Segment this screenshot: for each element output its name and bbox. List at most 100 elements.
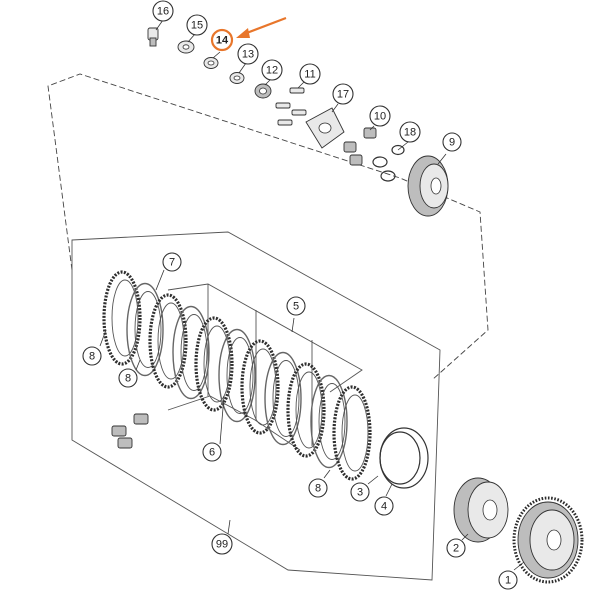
callout-14-highlighted: 14 — [210, 28, 234, 52]
callout-number: 5 — [293, 301, 299, 313]
callout-number: 12 — [266, 65, 278, 77]
clutch-pack-frame — [71, 231, 441, 581]
callout-1: 1 — [498, 570, 518, 590]
part-9-inner-hub — [407, 155, 449, 217]
callout-6: 6 — [202, 442, 222, 462]
callout-5: 5 — [286, 296, 306, 316]
callout-circle — [286, 296, 306, 316]
callout-circle — [261, 59, 283, 81]
callout-number: 8 — [89, 351, 95, 363]
steel-plate — [264, 351, 302, 446]
callout-number: 14 — [216, 35, 229, 47]
callout-circle — [399, 121, 421, 143]
callout-number: 9 — [449, 137, 455, 149]
callout-circle — [369, 105, 391, 127]
callout-9: 9 — [442, 132, 462, 152]
callout-number: 18 — [404, 127, 416, 139]
callout-number: 6 — [209, 447, 215, 459]
leader-lines — [99, 19, 525, 571]
callout-circle — [152, 0, 174, 22]
part-16-bolt — [147, 27, 159, 47]
part-damper-springs — [111, 413, 149, 449]
plate-inner-edge — [111, 279, 139, 357]
callout-circle — [202, 442, 222, 462]
callout-2: 2 — [446, 538, 466, 558]
plate-group-lines — [167, 283, 363, 451]
callout-99: 99 — [211, 533, 233, 555]
callout-circle — [498, 570, 518, 590]
plate-inner-edge — [226, 337, 254, 414]
callout-12: 12 — [261, 59, 283, 81]
callout-number: 11 — [304, 69, 315, 81]
callout-number: 10 — [374, 111, 386, 123]
callout-number: 15 — [191, 20, 203, 32]
callout-circle — [308, 478, 328, 498]
callout-labels: 16 15 14 13 12 11 17 10 18 9 7 5 8 8 6 8 34 99 2 1 — [82, 0, 518, 590]
callout-number: 99 — [216, 539, 228, 551]
highlight-arrow-icon — [236, 16, 287, 38]
callout-8: 8 — [308, 478, 328, 498]
callout-circle — [350, 482, 370, 502]
callout-number: 16 — [157, 6, 169, 18]
callout-4: 4 — [374, 496, 394, 516]
part-13-washer — [229, 72, 245, 84]
callout-number: 17 — [337, 89, 349, 101]
plate-inner-edge — [341, 394, 369, 472]
part-17-pressure-plate — [305, 107, 345, 149]
callout-11: 11 — [299, 63, 321, 85]
callout-circle — [210, 28, 234, 52]
plate-inner-edge — [180, 314, 208, 391]
callout-circle — [332, 83, 354, 105]
friction-plate — [194, 316, 234, 412]
callout-13: 13 — [237, 43, 259, 65]
plate-inner-edge — [272, 360, 300, 437]
callout-circle — [82, 346, 102, 366]
part-4-wire-ring — [379, 427, 429, 489]
callout-7: 7 — [162, 252, 182, 272]
callout-number: 3 — [357, 487, 363, 499]
callout-circle — [186, 14, 208, 36]
assembly-dashed-outline — [47, 73, 489, 381]
friction-plate — [102, 270, 142, 366]
plate-inner-edge — [295, 371, 323, 449]
callout-number: 1 — [505, 575, 511, 587]
plate-inner-edge — [318, 383, 346, 460]
callout-18: 18 — [399, 121, 421, 143]
callout-circle — [162, 252, 182, 272]
callout-10: 10 — [369, 105, 391, 127]
clutch-plate-stack — [102, 270, 372, 481]
part-15-washer — [177, 40, 195, 54]
plate-inner-edge — [134, 291, 162, 368]
callout-circle — [442, 132, 462, 152]
friction-plate — [240, 339, 280, 435]
part-2-clutch-hub — [453, 477, 509, 543]
callout-circle — [118, 368, 138, 388]
callout-number: 2 — [453, 543, 459, 555]
plate-inner-edge — [203, 325, 231, 403]
part-14-washer — [203, 57, 219, 69]
callout-circle — [446, 538, 466, 558]
callout-3: 3 — [350, 482, 370, 502]
callout-number: 8 — [125, 373, 131, 385]
callout-circle — [211, 533, 233, 555]
part-12-bearing — [254, 83, 272, 99]
callout-circle — [299, 63, 321, 85]
callout-15: 15 — [186, 14, 208, 36]
part-11-bolts — [275, 87, 307, 126]
friction-plate — [286, 362, 326, 458]
callout-16: 16 — [152, 0, 174, 22]
callout-number: 13 — [242, 49, 254, 61]
plate-inner-edge — [249, 348, 277, 426]
friction-plate — [148, 293, 188, 389]
part-18-rings — [372, 144, 405, 182]
callout-17: 17 — [332, 83, 354, 105]
callout-8: 8 — [118, 368, 138, 388]
part-1-clutch-basket — [512, 496, 584, 584]
callout-circle — [237, 43, 259, 65]
callout-number: 8 — [315, 483, 321, 495]
callout-circle — [374, 496, 394, 516]
steel-plate — [218, 328, 256, 423]
callout-8: 8 — [82, 346, 102, 366]
